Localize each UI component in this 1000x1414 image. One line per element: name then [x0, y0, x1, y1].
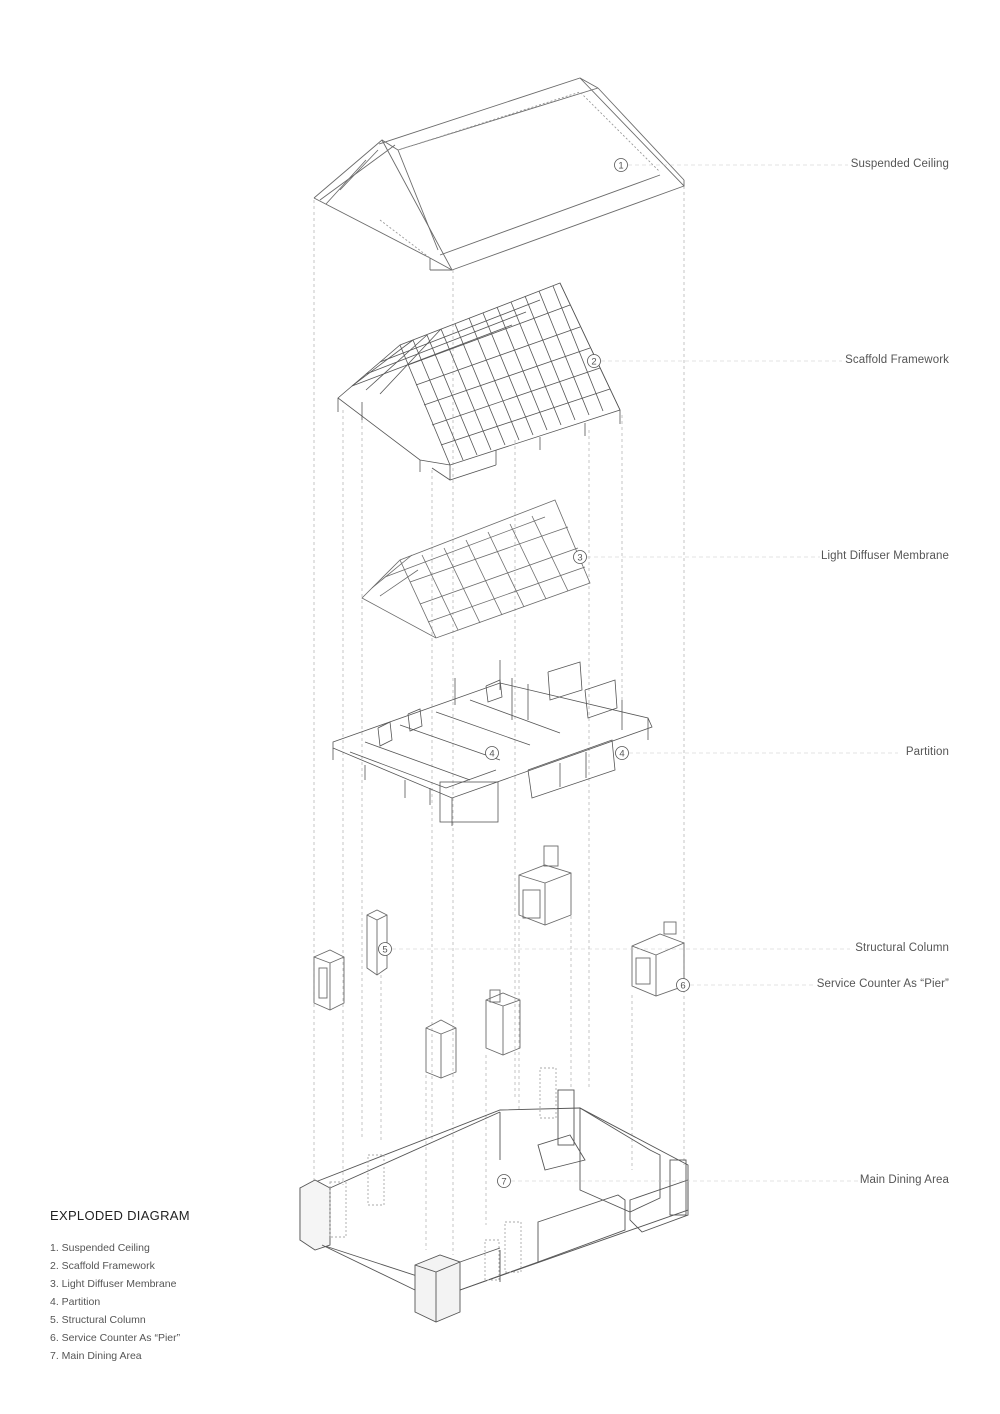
- legend: EXPLODED DIAGRAM 1. Suspended Ceiling 2.…: [50, 1208, 190, 1365]
- suspended-ceiling-drawing: [313, 77, 685, 271]
- legend-item: 1. Suspended Ceiling: [50, 1242, 150, 1254]
- marker-7-number: 7: [501, 1177, 506, 1188]
- marker-1-number: 1: [618, 161, 623, 172]
- main-dining-area-drawing: [299, 1067, 689, 1323]
- legend-item: 3. Light Diffuser Membrane: [50, 1278, 177, 1290]
- callout-label-light-diffuser-membrane: Light Diffuser Membrane: [820, 550, 949, 562]
- callout-leader-lines: [392, 164, 898, 1182]
- callout-label-structural-column: Structural Column: [855, 942, 949, 954]
- legend-item: 4. Partition: [50, 1296, 101, 1308]
- marker-4a-number: 4: [489, 749, 494, 760]
- structural-columns-drawing: [313, 845, 685, 1079]
- callout-label-service-counter: Service Counter As “Pier”: [816, 978, 949, 990]
- marker-7: 7: [497, 1174, 511, 1188]
- marker-6-number: 6: [680, 981, 685, 992]
- marker-2-number: 2: [591, 357, 596, 368]
- scaffold-framework-drawing: [337, 282, 621, 481]
- legend-item: 7. Main Dining Area: [50, 1350, 142, 1362]
- callout-label-scaffold-framework: Scaffold Framework: [845, 354, 949, 366]
- marker-1: 1: [614, 158, 628, 172]
- marker-3-number: 3: [577, 553, 582, 564]
- marker-6: 6: [676, 978, 690, 992]
- marker-4b-number: 4: [619, 749, 624, 760]
- marker-5: 5: [378, 942, 392, 956]
- legend-item: 5. Structural Column: [50, 1314, 146, 1326]
- legend-list: 1. Suspended Ceiling 2. Scaffold Framewo…: [50, 1239, 190, 1365]
- callout-markers: 1 2 3 4 4 5 6 7: [378, 158, 690, 1188]
- legend-title: EXPLODED DIAGRAM: [50, 1208, 190, 1223]
- marker-2: 2: [587, 354, 601, 368]
- legend-item: 2. Scaffold Framework: [50, 1260, 155, 1272]
- marker-4a: 4: [485, 746, 499, 760]
- partition-drawing: [332, 660, 653, 826]
- light-diffuser-membrane-drawing: [361, 499, 591, 639]
- alignment-lines: [313, 186, 685, 1255]
- marker-4b: 4: [615, 746, 629, 760]
- marker-5-number: 5: [382, 945, 387, 956]
- callout-label-partition: Partition: [905, 746, 949, 758]
- legend-item: 6. Service Counter As “Pier”: [50, 1332, 181, 1344]
- callout-label-suspended-ceiling: Suspended Ceiling: [850, 158, 949, 170]
- marker-3: 3: [573, 550, 587, 564]
- callout-label-main-dining-area: Main Dining Area: [859, 1174, 949, 1186]
